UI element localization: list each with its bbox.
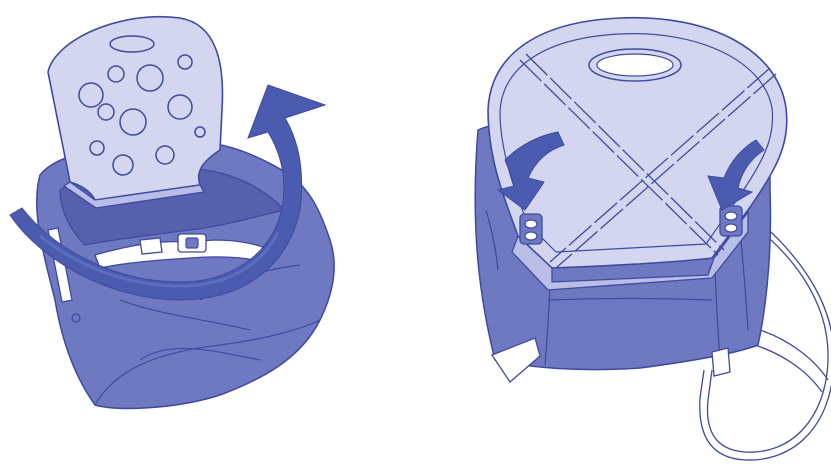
left-panel bbox=[10, 17, 334, 409]
left-lock-slot bbox=[520, 214, 542, 244]
right-panel bbox=[475, 18, 831, 460]
left-board bbox=[48, 17, 223, 208]
left-board-handle bbox=[110, 36, 154, 52]
right-lock-slot bbox=[720, 206, 742, 236]
